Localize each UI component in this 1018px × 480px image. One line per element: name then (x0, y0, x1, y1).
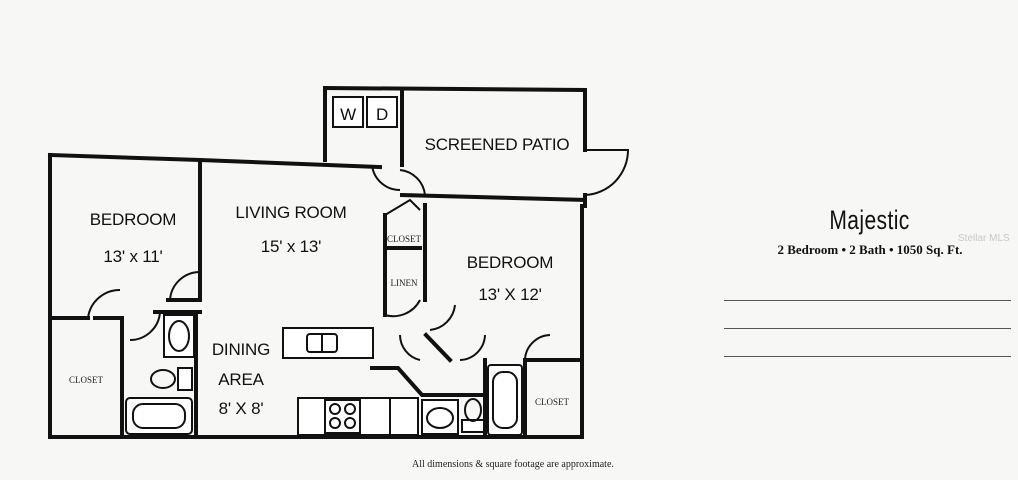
bath-left (125, 314, 195, 435)
living-room-dims: 15' x 13' (261, 237, 321, 256)
linen-label: LINEN (391, 278, 418, 288)
living-room-label: LIVING ROOM (235, 203, 346, 222)
interior-walls (48, 90, 584, 439)
plan-name: Majestic (829, 205, 911, 235)
dining-label: DINING (212, 340, 270, 359)
plan-details: 2 Bedroom • 2 Bath • 1050 Sq. Ft. (777, 242, 963, 257)
exterior-walls (47, 85, 588, 439)
blank-line-3 (724, 356, 1011, 357)
closet-hall-label: CLOSET (387, 234, 422, 244)
bedroom-left-dims: 13' x 11' (103, 247, 162, 266)
bedroom-left-label: BEDROOM (90, 210, 176, 229)
watermark: Stellar MLS (958, 233, 1010, 244)
screened-patio-label: SCREENED PATIO (425, 135, 570, 154)
washer-dryer: W D (332, 96, 398, 128)
dining-label-2: AREA (218, 370, 264, 389)
closet-left-label: CLOSET (69, 375, 104, 385)
room-labels: BEDROOM 13' x 11' LIVING ROOM 15' x 13' … (69, 135, 570, 418)
blank-line-2 (724, 328, 1011, 329)
title-block: Majestic 2 Bedroom • 2 Bath • 1050 Sq. F… (720, 205, 1018, 258)
kitchen (282, 327, 419, 436)
door-swings (87, 149, 630, 361)
bath-right (421, 364, 523, 436)
footnote: All dimensions & square footage are appr… (412, 459, 614, 470)
dining-dims: 8' X 8' (219, 399, 264, 418)
closet-right-label: CLOSET (535, 397, 570, 407)
bedroom-right-dims: 13' X 12' (478, 285, 541, 304)
washer-label: W (340, 105, 356, 124)
blank-line-1 (724, 300, 1011, 301)
bedroom-right-label: BEDROOM (467, 253, 553, 272)
dryer-label: D (376, 105, 388, 124)
